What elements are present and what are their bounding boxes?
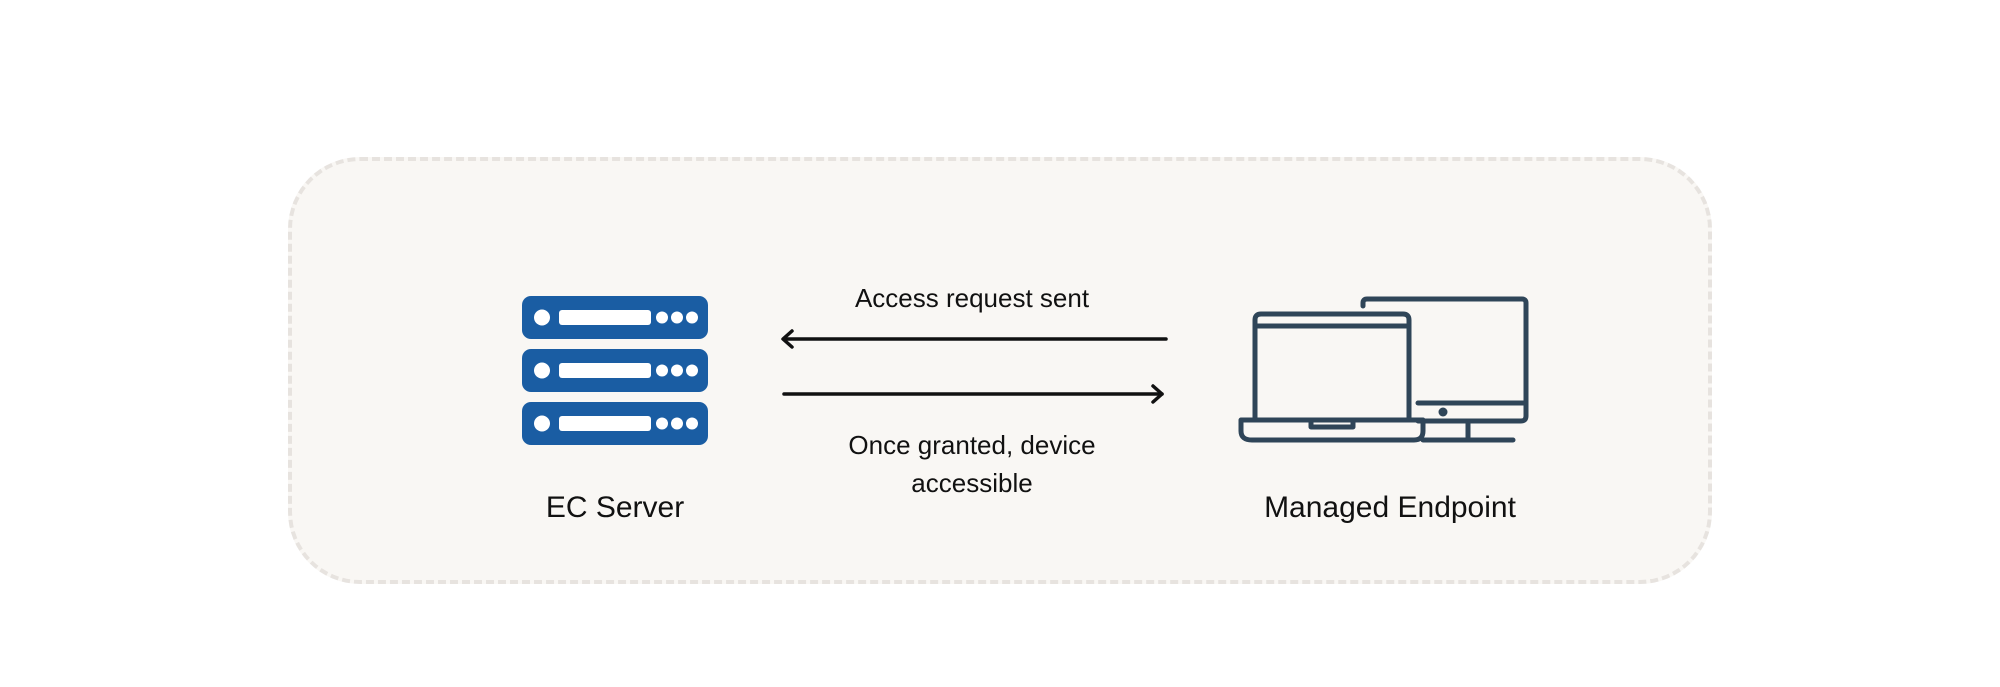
flow-arrows	[781, 329, 1168, 404]
desktop-monitor-icon	[1360, 296, 1529, 443]
laptop-icon	[1238, 311, 1426, 443]
laptop-desktop-icon	[1238, 296, 1529, 443]
granted-arrow-right	[782, 384, 1164, 404]
request-arrow-left	[781, 329, 1168, 349]
server-rack-icon	[522, 296, 708, 445]
ec-server-label: EC Server	[545, 491, 685, 524]
access-request-label: Access request sent	[854, 283, 1090, 313]
server-unit-bottom	[522, 402, 708, 445]
server-unit-top	[522, 296, 708, 339]
access-granted-label: Once granted, device accessible	[848, 430, 1096, 498]
desktop-power-dot	[1438, 407, 1448, 417]
server-unit-middle	[522, 349, 708, 392]
managed-endpoint-label: Managed Endpoint	[1264, 491, 1516, 524]
